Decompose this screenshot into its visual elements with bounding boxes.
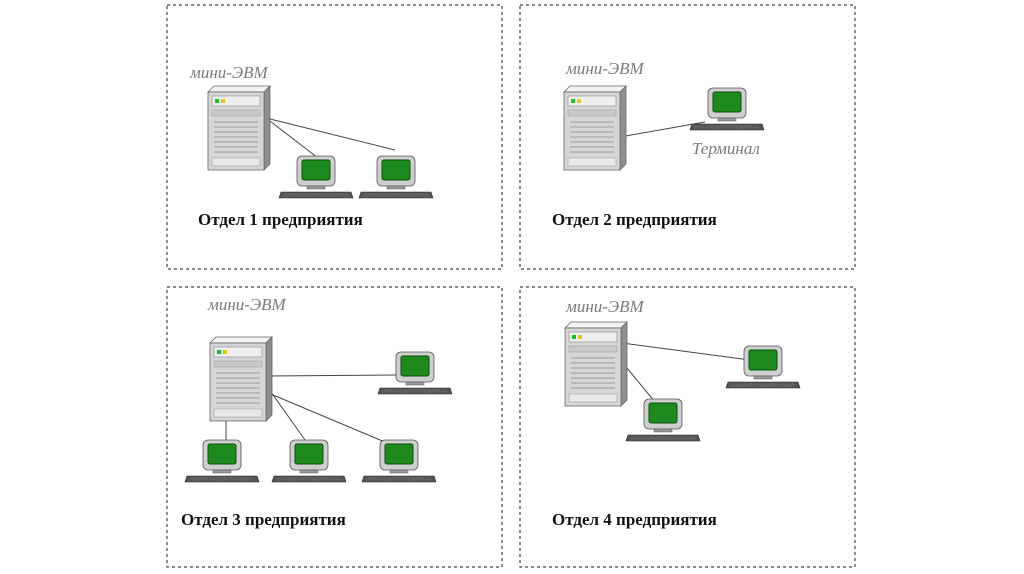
minicomputer-server-icon bbox=[209, 336, 273, 422]
terminal-workstation-icon bbox=[271, 439, 347, 483]
department-3-link-1 bbox=[267, 374, 398, 377]
terminal-workstation-icon bbox=[689, 87, 765, 131]
department-3-panel: мини-ЭВМ Отдел 3 предприятия bbox=[166, 286, 503, 568]
department-4-server-label: мини-ЭВМ bbox=[565, 297, 644, 316]
department-4-caption: Отдел 4 предприятия bbox=[552, 510, 717, 529]
terminal-workstation-icon bbox=[725, 345, 801, 389]
department-4-frame bbox=[519, 286, 856, 568]
terminal-workstation-icon bbox=[625, 398, 701, 442]
department-2-panel: мини-ЭВМ Терминал Отдел 2 предприятия bbox=[519, 4, 856, 270]
minicomputer-server-icon bbox=[207, 85, 271, 171]
department-2-caption: Отдел 2 предприятия bbox=[552, 210, 717, 229]
minicomputer-server-icon bbox=[564, 321, 628, 407]
department-1-link-1 bbox=[265, 117, 319, 159]
department-2-terminal-label: Терминал bbox=[692, 139, 760, 158]
department-4-panel: мини-ЭВМ Отдел 4 предприятия bbox=[519, 286, 856, 568]
department-1-server-label: мини-ЭВМ bbox=[189, 63, 268, 82]
terminal-workstation-icon bbox=[278, 155, 354, 199]
terminal-workstation-icon bbox=[361, 439, 437, 483]
terminal-workstation-icon bbox=[377, 351, 453, 395]
minicomputer-server-icon bbox=[563, 85, 627, 171]
department-3-frame bbox=[166, 286, 503, 568]
department-2-server-label: мини-ЭВМ bbox=[565, 59, 644, 78]
department-3-caption: Отдел 3 предприятия bbox=[181, 510, 346, 529]
department-3-link-3 bbox=[265, 384, 306, 441]
department-4-link-2 bbox=[621, 361, 656, 403]
department-3-link-4 bbox=[265, 391, 393, 446]
department-1-caption: Отдел 1 предприятия bbox=[198, 210, 363, 229]
department-1-link-2 bbox=[265, 117, 396, 151]
terminal-workstation-icon bbox=[358, 155, 434, 199]
department-4-link-1 bbox=[621, 342, 751, 361]
department-3-server-label: мини-ЭВМ bbox=[207, 295, 286, 314]
terminal-workstation-icon bbox=[184, 439, 260, 483]
department-2-link-1 bbox=[619, 121, 706, 138]
department-1-panel: мини-ЭВМ Отдел 1 предприятия bbox=[166, 4, 503, 270]
